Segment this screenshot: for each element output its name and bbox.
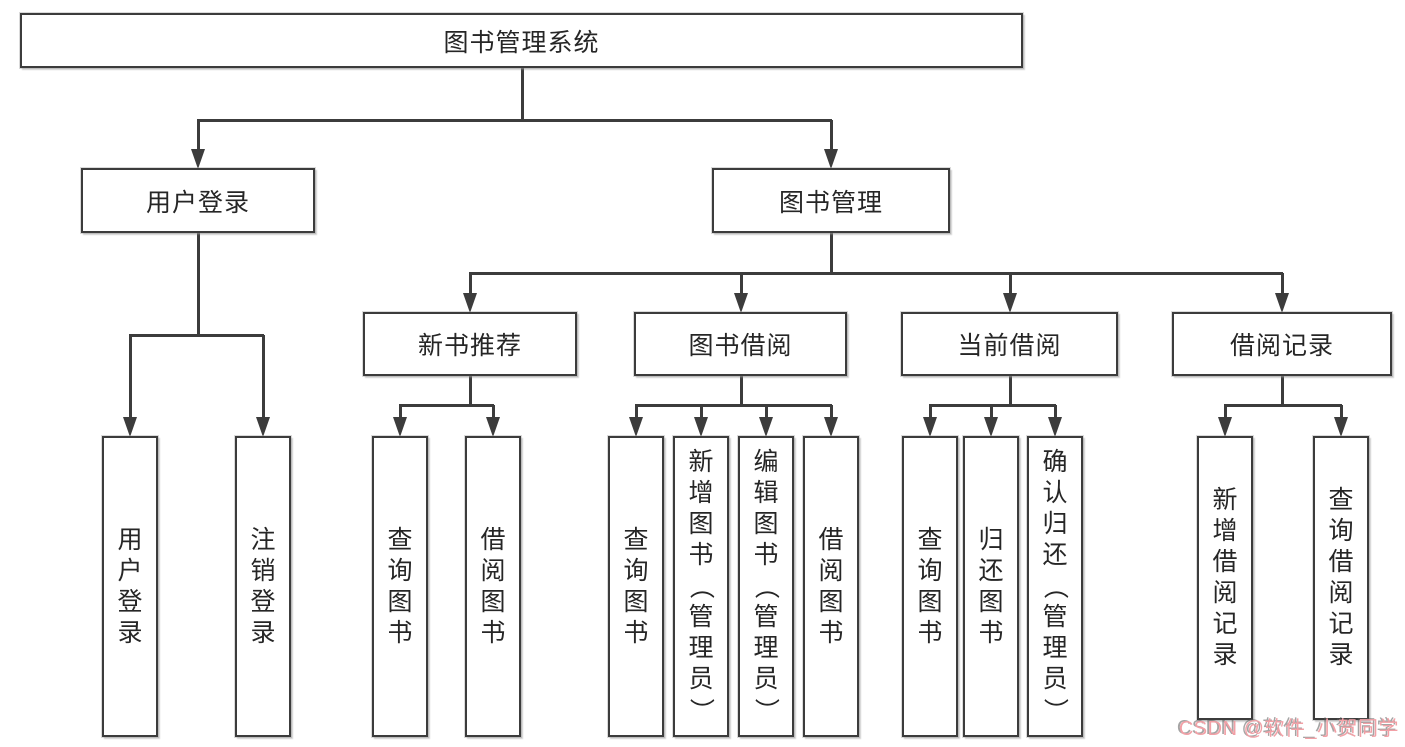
arrowhead-down-icon — [486, 417, 500, 437]
connector-vline — [1008, 376, 1012, 405]
node-current-return: 归还图书 — [963, 436, 1019, 737]
connector-hline — [635, 404, 832, 407]
connector-vline — [129, 335, 132, 422]
node-login: 用户登录 — [81, 168, 315, 233]
node-label: 查询图书 — [623, 525, 649, 647]
arrowhead-down-icon — [1048, 417, 1062, 437]
connector-vline — [520, 68, 524, 120]
node-label: 注销登录 — [250, 525, 276, 647]
node-label: 新增图书（管理员） — [687, 448, 716, 724]
node-newrec: 新书推荐 — [363, 312, 577, 376]
connector-vline — [1281, 273, 1284, 298]
connector-vline — [990, 405, 993, 422]
connector-vline — [635, 405, 638, 422]
node-bookmgmt: 图书管理 — [712, 168, 950, 233]
arrowhead-down-icon — [393, 417, 407, 437]
node-newrec-borrow: 借阅图书 — [465, 436, 521, 737]
connector-vline — [1008, 273, 1012, 298]
node-borrow-edit: 编辑图书（管理员） — [738, 436, 794, 737]
connector-vline — [1340, 405, 1343, 422]
connector-vline — [492, 405, 495, 422]
node-current-confirm: 确认归还（管理员） — [1027, 436, 1083, 737]
connector-hline — [399, 404, 494, 407]
node-label: 查询借阅记录 — [1328, 486, 1354, 669]
arrowhead-down-icon — [824, 149, 838, 169]
node-label: 借阅图书 — [480, 525, 506, 647]
connector-vline — [765, 405, 768, 422]
node-label: 编辑图书（管理员） — [752, 448, 781, 724]
arrowhead-down-icon — [923, 417, 937, 437]
connector-hline — [197, 119, 832, 122]
connector-vline — [830, 120, 833, 154]
node-records: 借阅记录 — [1172, 312, 1392, 376]
arrowhead-down-icon — [463, 293, 477, 313]
arrowhead-down-icon — [733, 293, 748, 313]
arrowhead-down-icon — [191, 149, 205, 169]
arrowhead-down-icon — [123, 417, 137, 437]
connector-vline — [197, 233, 200, 335]
node-label: 借阅图书 — [818, 525, 844, 647]
connector-vline — [830, 405, 833, 422]
node-label: 查询图书 — [387, 525, 413, 647]
connector-vline — [739, 273, 743, 298]
node-login-logout: 注销登录 — [235, 436, 291, 737]
connector-vline — [262, 335, 265, 422]
node-records-query: 查询借阅记录 — [1313, 436, 1369, 720]
node-label: 用户登录 — [117, 525, 143, 647]
node-label: 图书管理 — [778, 188, 883, 217]
connector-hline — [129, 334, 264, 337]
arrowhead-down-icon — [1275, 293, 1289, 313]
connector-vline — [1054, 405, 1057, 422]
node-login-user: 用户登录 — [102, 436, 158, 737]
node-current: 当前借阅 — [901, 312, 1118, 376]
arrowhead-down-icon — [759, 417, 773, 437]
arrowhead-down-icon — [824, 417, 838, 437]
node-label: 用户登录 — [145, 188, 250, 217]
node-label: 查询图书 — [917, 525, 943, 647]
csdn-watermark: CSDN @软件_小贺同学 — [1178, 718, 1399, 740]
connector-vline — [469, 273, 472, 298]
node-label: 图书借阅 — [688, 332, 793, 360]
arrowhead-down-icon — [256, 417, 270, 437]
connector-hline — [469, 272, 1283, 275]
connector-vline — [399, 405, 402, 422]
node-borrow-add: 新增图书（管理员） — [673, 436, 729, 737]
node-borrow: 图书借阅 — [634, 312, 847, 376]
connector-vline — [1224, 405, 1227, 422]
node-label: 借阅记录 — [1229, 332, 1334, 360]
arrowhead-down-icon — [1334, 417, 1348, 437]
arrowhead-down-icon — [629, 417, 643, 437]
connector-vline — [700, 405, 703, 422]
node-newrec-query: 查询图书 — [372, 436, 428, 737]
connector-vline — [929, 405, 932, 422]
connector-hline — [1224, 404, 1342, 407]
node-label: 新增借阅记录 — [1212, 486, 1238, 669]
connector-vline — [469, 376, 472, 405]
connector-vline — [830, 233, 833, 273]
node-borrow-query: 查询图书 — [608, 436, 664, 737]
arrowhead-down-icon — [1002, 293, 1017, 313]
node-label: 新书推荐 — [417, 332, 522, 360]
connector-vline — [739, 376, 743, 405]
node-label: 归还图书 — [978, 525, 1004, 647]
node-label: 确认归还（管理员） — [1041, 448, 1070, 724]
node-label: 当前借阅 — [957, 332, 1062, 360]
node-borrow-borrow: 借阅图书 — [803, 436, 859, 737]
connector-vline — [1281, 376, 1284, 405]
arrowhead-down-icon — [694, 417, 708, 437]
node-records-add: 新增借阅记录 — [1197, 436, 1253, 720]
node-root: 图书管理系统 — [20, 13, 1023, 68]
arrowhead-down-icon — [984, 417, 998, 437]
node-label: 图书管理系统 — [443, 28, 600, 57]
connector-vline — [197, 120, 200, 154]
arrowhead-down-icon — [1218, 417, 1232, 437]
node-current-query: 查询图书 — [902, 436, 958, 737]
